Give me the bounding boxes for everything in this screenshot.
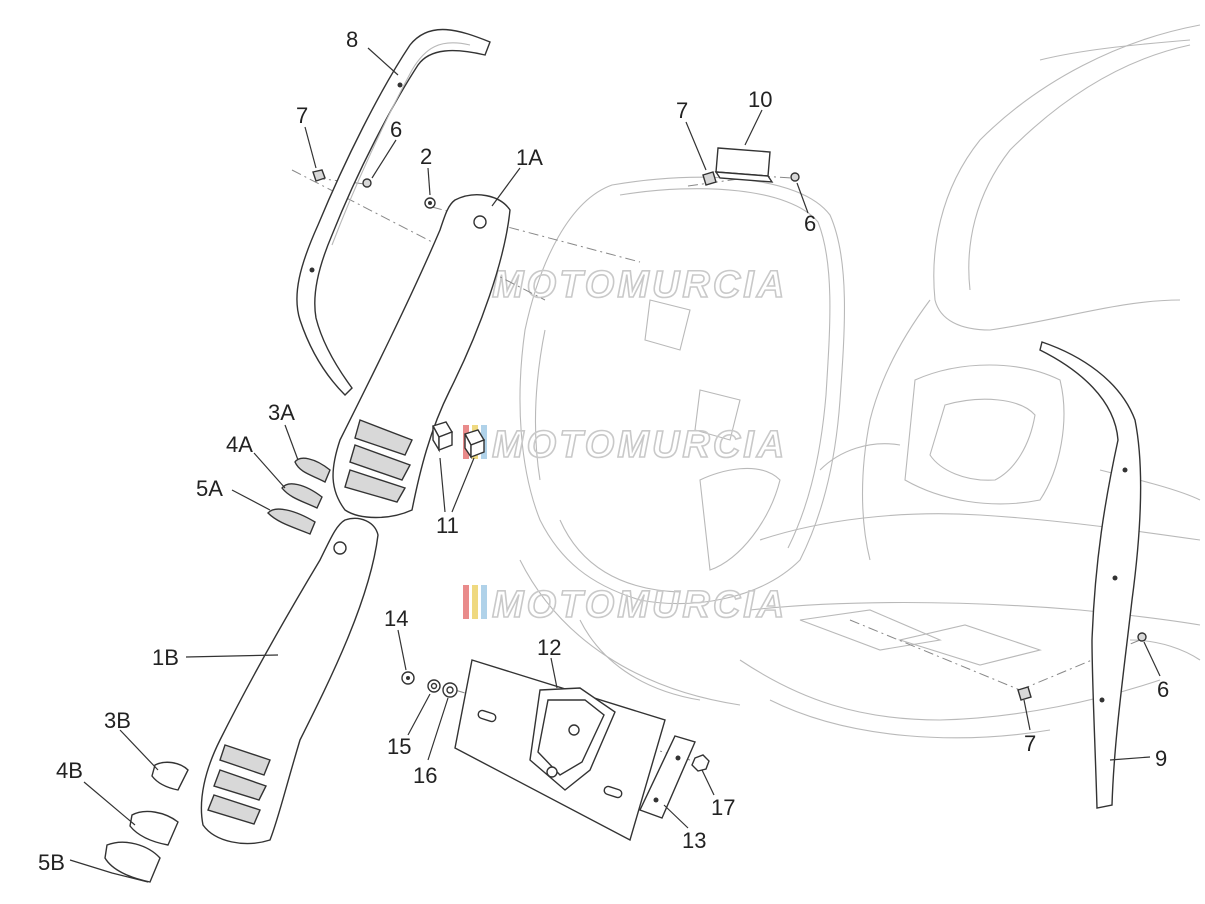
callout-3A: 3A (268, 400, 295, 425)
fastener-14-screw (401, 671, 415, 685)
part-1A-horn-cover-upper (332, 194, 511, 519)
callout-3B: 3B (104, 708, 131, 733)
fastener-15-washer (427, 679, 441, 693)
fastener-6-bottom (1137, 632, 1147, 642)
part-5A-grille-insert (267, 508, 316, 535)
callout-9: 9 (1155, 746, 1167, 771)
callout-6-right: 6 (804, 211, 816, 236)
callout-6-bottom: 6 (1157, 677, 1169, 702)
callout-7-bottom: 7 (1024, 731, 1036, 756)
fastener-6-right (790, 172, 800, 182)
callout-1A: 1A (516, 145, 543, 170)
callout-5B: 5B (38, 850, 65, 875)
callout-labels: 8 7 6 2 1A 7 10 6 3A 4A 5A 11 1B 14 12 1… (38, 27, 1169, 875)
part-5B-grille-insert (104, 841, 161, 883)
fastener-2-screw (424, 197, 436, 209)
fastener-16-washer (442, 682, 458, 698)
callout-11: 11 (436, 513, 459, 538)
part-8-left-trim-strip (296, 28, 491, 396)
fastener-7-right (702, 171, 717, 186)
watermark-text: MOTOMURCIA (492, 424, 787, 466)
watermark-text: MOTOMURCIA (492, 584, 787, 626)
fastener-7-top (312, 169, 326, 182)
watermark-row-1: MOTOMURCIA (463, 263, 787, 307)
fastener-7-bottom (1017, 686, 1032, 701)
part-12-plate-holder (454, 659, 666, 842)
callout-12: 12 (537, 635, 561, 660)
callout-4A: 4A (226, 432, 253, 457)
fastener-6-top (362, 178, 372, 188)
watermark-text: MOTOMURCIA (492, 264, 787, 306)
callout-2: 2 (420, 144, 432, 169)
leader-lines (69, 47, 1161, 883)
callout-8: 8 (346, 27, 358, 52)
callout-16: 16 (413, 763, 437, 788)
part-4B-grille-insert (129, 810, 179, 846)
watermark-row-3: MOTOMURCIA (463, 583, 787, 627)
callout-7-top: 7 (296, 103, 308, 128)
callout-4B: 4B (56, 758, 83, 783)
part-9-right-trim-strip (1039, 341, 1142, 809)
callout-13: 13 (682, 828, 706, 853)
part-4A-grille-insert (281, 483, 323, 509)
callout-7-right: 7 (676, 98, 688, 123)
part-13-mount-bracket (639, 735, 696, 819)
part-11-clips (431, 421, 486, 460)
part-3A-grille-insert (294, 457, 331, 483)
callout-5A: 5A (196, 476, 223, 501)
callout-10: 10 (748, 87, 772, 112)
part-3B-grille-insert (151, 761, 189, 791)
callout-14: 14 (384, 606, 408, 631)
callout-1B: 1B (152, 645, 179, 670)
callout-6-top: 6 (390, 117, 402, 142)
callout-15: 15 (387, 734, 411, 759)
callout-17: 17 (711, 795, 735, 820)
watermark-row-2: MOTOMURCIA (463, 423, 787, 467)
fastener-17-nut (691, 754, 710, 772)
part-10-bracket (714, 147, 774, 183)
part-1B-horn-cover-lower (200, 517, 379, 845)
